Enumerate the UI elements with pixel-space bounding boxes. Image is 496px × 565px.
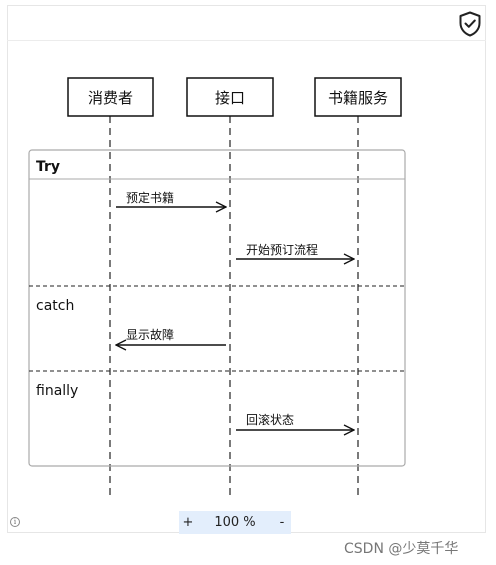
fragment-title: Try (36, 159, 60, 175)
message-label-show-fault: 显示故障 (126, 327, 174, 342)
finally-label: finally (36, 383, 78, 399)
message-label-book-reservation: 预定书籍 (126, 190, 174, 205)
participant-box-book-service[interactable] (314, 77, 402, 117)
participant-box-consumer[interactable] (67, 77, 154, 117)
participant-box-interface[interactable] (186, 77, 274, 117)
message-label-start-reservation: 开始预订流程 (246, 242, 318, 257)
try-fragment (28, 149, 406, 467)
catch-label: catch (36, 298, 74, 314)
participant-book-service: 书籍服务 (328, 89, 388, 107)
info-icon[interactable]: i (10, 517, 20, 527)
message-label-rollback: 回滚状态 (246, 412, 294, 427)
zoom-level: 100 % (214, 515, 256, 530)
participant-interface: 接口 (215, 89, 245, 107)
viewer-toolbar (7, 5, 486, 41)
participant-consumer: 消费者 (88, 89, 133, 107)
zoom-control: + 100 % - (179, 511, 291, 534)
shield-check-icon[interactable] (458, 11, 482, 37)
zoom-in-button[interactable]: + (182, 515, 194, 530)
zoom-out-button[interactable]: - (279, 515, 285, 530)
watermark: CSDN @少莫千华 (344, 541, 459, 557)
